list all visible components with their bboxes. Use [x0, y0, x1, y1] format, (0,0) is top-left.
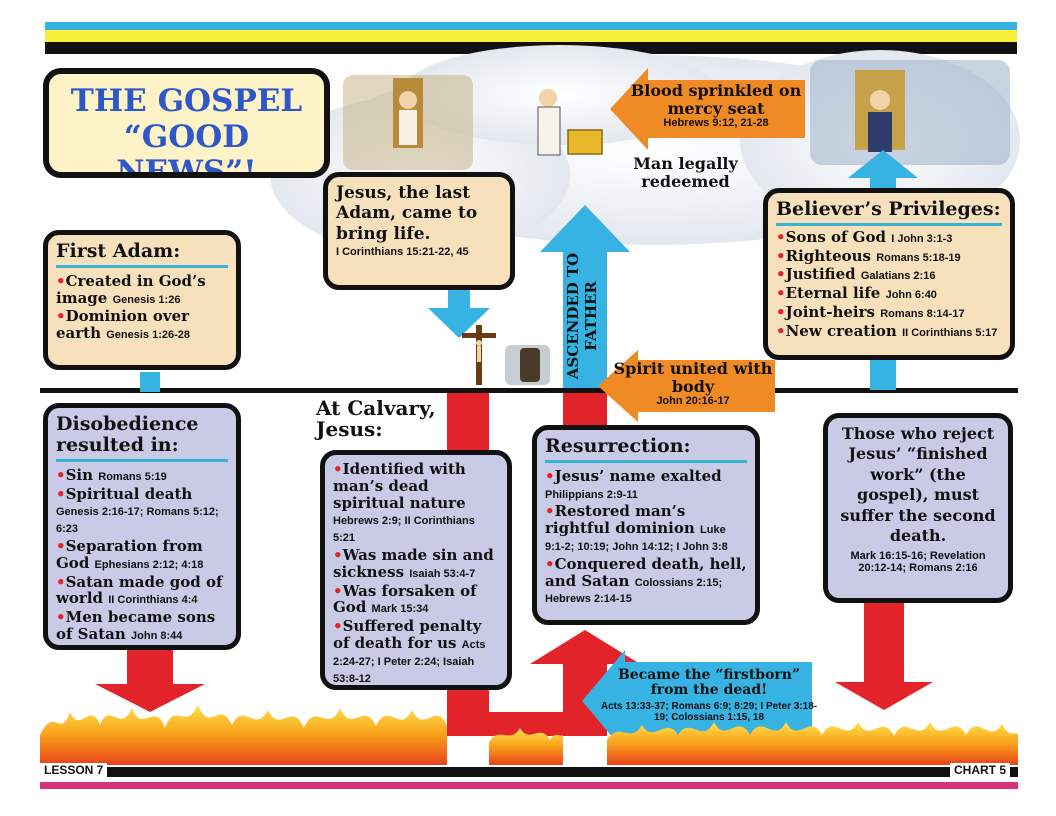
heading-underline [56, 458, 228, 462]
list-item: •Joint-heirs Romans 8:14-17 [776, 303, 965, 322]
ascended-label: ASCENDED TO FATHER [564, 252, 600, 380]
list-item: •Sin Romans 5:19 [56, 465, 167, 484]
title-box: THE GOSPEL “GOOD NEWS”! [43, 68, 330, 178]
last-adam-ref: I Corinthians 15:21-22, 45 [336, 246, 469, 259]
list-item: •Restored man’s rightful dominion Luke 9… [545, 502, 728, 554]
cross-illustration [462, 325, 550, 385]
list-item: •Identified with man’s dead spiritual na… [333, 460, 475, 545]
throne-scene-right [810, 60, 1010, 165]
list-item: •Was forsaken of God Mark 15:34 [333, 581, 477, 617]
hell-flames [40, 705, 1018, 765]
calvary-heading: At Calvary, Jesus: [316, 396, 436, 441]
heading-underline [545, 459, 747, 463]
resurrection-box: Resurrection: •Jesus’ name exalted Phili… [532, 425, 760, 625]
first-adam-heading: First Adam: [56, 240, 181, 262]
list-item: •Separation from God Ephesians 2:12; 4:1… [56, 536, 204, 572]
top-stripe-blue [45, 22, 1017, 30]
privileges-box: Believer’s Privileges: •Sons of God I Jo… [763, 188, 1015, 360]
top-stripe-yellow [45, 30, 1017, 42]
reject-ref: Mark 16:15-16; Revelation 20:12-14; Roma… [850, 549, 986, 574]
list-item: •Men became sons of Satan John 8:44 [56, 608, 216, 643]
orange-arrows [598, 68, 805, 422]
bottom-bar-black [40, 767, 1018, 777]
title-line-2: “GOOD NEWS”! [116, 118, 257, 178]
reject-box: Those who reject Jesus’ “finished work” … [823, 413, 1013, 603]
list-item: •Conquered death, hell, and Satan Coloss… [545, 554, 747, 606]
list-item: •Spiritual death Genesis 2:16-17; Romans… [56, 484, 219, 536]
list-item: •Dominion over earth Genesis 1:26-28 [56, 307, 191, 343]
title-line-1: THE GOSPEL [70, 83, 303, 119]
bottom-stripe-magenta [40, 782, 1018, 789]
first-adam-box: First Adam: •Created in God’s image Gene… [43, 230, 241, 370]
heading-underline [776, 222, 1002, 226]
list-item: •Sons of God I John 3:1-3 [776, 227, 953, 246]
reject-text: Those who reject Jesus’ “finished work” … [840, 424, 996, 546]
priest-mercy-seat [537, 89, 603, 156]
last-adam-text: Jesus, the last Adam, came to bring life… [336, 183, 478, 244]
list-item: •Was made sin and sickness Isaiah 53:4-7 [333, 545, 494, 581]
throne-scene-left [343, 75, 473, 170]
heading-underline [56, 264, 228, 268]
disobedience-box: Disobedience resulted in: •Sin Romans 5:… [43, 403, 241, 650]
blood-sprinkled-label: Blood sprinkled on mercy seat Hebrews 9:… [630, 81, 802, 130]
red-arrows [95, 393, 933, 736]
earth-divider-line [40, 388, 1018, 393]
list-item: •Suffered penalty of death for us Acts 2… [333, 617, 486, 685]
calvary-box: •Identified with man’s dead spiritual na… [320, 450, 512, 690]
list-item: •Righteous Romans 5:18-19 [776, 246, 961, 265]
spirit-united-label: Spirit united with body John 20:16-17 [613, 359, 773, 408]
list-item: •Jesus’ name exalted Philippians 2:9-11 [545, 466, 722, 501]
list-item: •Satan made god of world II Corinthians … [56, 572, 223, 608]
lesson-label: LESSON 7 [40, 763, 108, 777]
privileges-heading: Believer’s Privileges: [776, 198, 1001, 220]
list-item: •New creation II Corinthians 5:17 [776, 321, 998, 340]
disobedience-heading: Disobedience resulted in: [56, 413, 199, 456]
chart-label: CHART 5 [950, 763, 1011, 777]
last-adam-box: Jesus, the last Adam, came to bring life… [323, 172, 515, 290]
list-item: •Eternal life John 6:40 [776, 284, 937, 303]
list-item: •Justified Galatians 2:16 [776, 265, 936, 284]
resurrection-heading: Resurrection: [545, 435, 691, 457]
firstborn-label: Became the “firstborn” from the dead! Ac… [600, 667, 818, 723]
list-item: •Created in God’s image Genesis 1:26 [56, 271, 206, 307]
redeemed-label: Man legally redeemed [633, 154, 738, 191]
